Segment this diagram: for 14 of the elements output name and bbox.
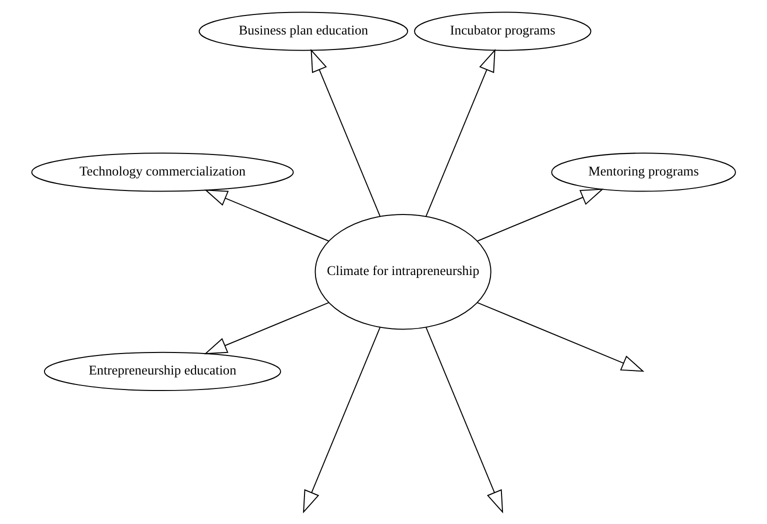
arrow — [204, 189, 329, 241]
arrow — [477, 188, 604, 241]
node-ellipse: Technology commercialization — [31, 152, 294, 192]
arrow — [204, 302, 329, 354]
arrow — [426, 48, 496, 216]
node-ellipse: Climate for intrapreneurship — [314, 213, 492, 330]
arrow — [310, 48, 381, 216]
arrow — [426, 326, 504, 513]
node-ellipse: Business plan education — [198, 11, 408, 50]
node-ellipse: Entrepreneurship education — [44, 351, 282, 391]
node-ellipse: Incubator programs — [414, 11, 592, 50]
node-ellipse: Mentoring programs — [551, 152, 736, 192]
arrow — [477, 302, 644, 372]
arrow — [302, 326, 381, 513]
